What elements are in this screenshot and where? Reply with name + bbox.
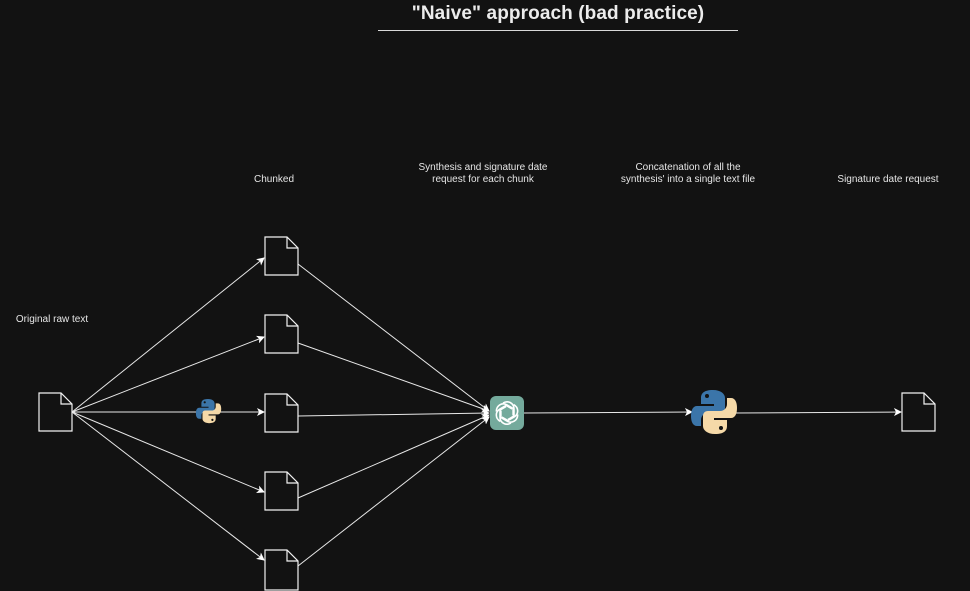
edges-chunks-to-llm: [297, 263, 490, 567]
edges-original-to-chunks: [71, 257, 265, 561]
edge-concatenation-to-signature: [733, 408, 902, 417]
document-icon: [264, 236, 299, 276]
label-synthesis-line-1: Synthesis and signature date: [418, 162, 548, 173]
diagram-title: "Naive" approach (bad practice): [411, 3, 705, 24]
document-icon: [264, 314, 299, 354]
label-concatenation-line-2: synthesis' into a single text file: [620, 174, 756, 185]
document-icon: [38, 392, 73, 432]
label-synthesis-line-2: request for each chunk: [432, 174, 534, 185]
edge-chunk-3-to-llm: [297, 409, 490, 418]
python-logo-icon: [691, 390, 737, 434]
edge-chunk-4-to-llm: [297, 414, 490, 499]
edge-chunk-5-to-llm: [297, 416, 490, 567]
label-concatenation-line-1: Concatenation of all the: [635, 162, 741, 173]
openai-logo-icon: [490, 396, 524, 430]
edge-original-to-chunk-4: [71, 411, 265, 493]
label-synthesis: Synthesis and signature date request for…: [403, 162, 563, 186]
edge-original-to-chunk-5: [71, 411, 265, 561]
label-chunked: Chunked: [253, 174, 295, 185]
document-icon: [901, 392, 936, 432]
document-icon: [264, 549, 299, 591]
edge-llm-to-concatenation: [523, 408, 693, 417]
edge-chunk-2-to-llm: [297, 342, 490, 413]
label-signature-date-request: Signature date request: [837, 174, 939, 185]
edge-original-to-chunk-2: [71, 335, 265, 413]
title-underline: [378, 30, 738, 31]
document-icon: [264, 393, 299, 433]
edge-original-to-chunk-1: [71, 257, 265, 413]
label-concatenation: Concatenation of all the synthesis' into…: [603, 162, 773, 186]
document-icon: [264, 471, 299, 511]
python-logo-icon: [195, 399, 222, 424]
edge-chunk-1-to-llm: [297, 263, 490, 412]
label-original-raw-text: Original raw text: [15, 314, 89, 325]
